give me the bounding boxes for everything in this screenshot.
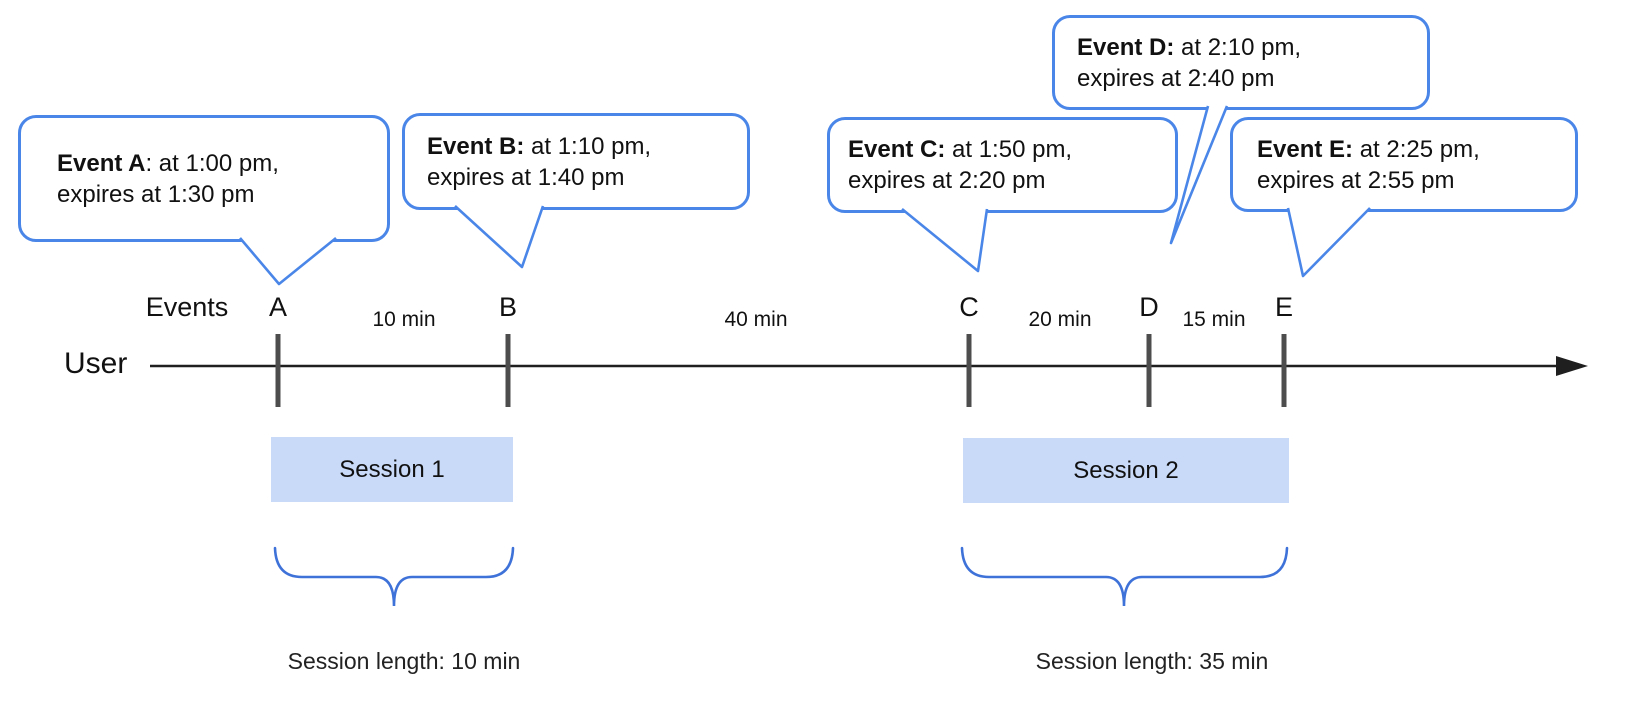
- event-a-time: : at 1:00 pm,: [145, 149, 279, 177]
- event-c-time: at 1:50 pm,: [945, 136, 1073, 163]
- event-c-expiry: expires at 2:20 pm: [848, 167, 1046, 194]
- event-e-callout-line1: Event E: at 2:25 pm,: [1257, 134, 1575, 165]
- session-2-label: Session 2: [1073, 456, 1179, 484]
- event-b-callout-tail: [454, 205, 545, 269]
- interval-b-c-label: 40 min: [724, 308, 788, 331]
- event-c-title: Event C:: [848, 136, 946, 163]
- event-a-callout-line1: Event A: at 1:00 pm,: [57, 148, 387, 179]
- tick-label-d: D: [1139, 292, 1159, 322]
- event-c-callout-line1: Event C: at 1:50 pm,: [848, 134, 1175, 165]
- interval-c-d-label: 20 min: [1028, 308, 1092, 331]
- session-1-brace: [273, 546, 515, 607]
- event-a-title: Event A: [57, 149, 146, 177]
- user-axis-label: User: [64, 347, 128, 380]
- interval-a-b-label: 10 min: [372, 308, 436, 331]
- event-d-callout: Event D: at 2:10 pm, expires at 2:40 pm: [1052, 15, 1430, 110]
- event-e-time: at 2:25 pm,: [1353, 135, 1480, 163]
- tick-label-b: B: [498, 292, 518, 322]
- event-d-time: at 2:10 pm,: [1174, 33, 1302, 61]
- session-2-length-label: Session length: 35 min: [1035, 648, 1269, 674]
- timeline-arrowhead-icon: [1556, 356, 1588, 376]
- event-b-callout-line1: Event B: at 1:10 pm,: [427, 131, 747, 162]
- event-e-callout-tail: [1286, 207, 1371, 278]
- event-d-expiry: expires at 2:40 pm: [1077, 64, 1275, 92]
- event-e-callout: Event E: at 2:25 pm, expires at 2:55 pm: [1230, 117, 1578, 212]
- event-b-callout: Event B: at 1:10 pm, expires at 1:40 pm: [402, 113, 750, 210]
- event-c-callout-tail: [901, 207, 989, 273]
- events-axis-label: Events: [145, 292, 229, 322]
- tick-label-e: E: [1274, 292, 1294, 322]
- interval-d-e-label: 15 min: [1182, 308, 1246, 331]
- event-d-callout-line1: Event D: at 2:10 pm,: [1077, 32, 1427, 63]
- event-d-callout-tail: [1169, 105, 1229, 245]
- event-e-expiry: expires at 2:55 pm: [1257, 166, 1455, 194]
- event-e-title: Event E:: [1257, 135, 1354, 163]
- event-a-expiry: expires at 1:30 pm: [57, 180, 255, 208]
- event-d-title: Event D:: [1077, 33, 1175, 61]
- tick-label-c: C: [959, 292, 979, 322]
- event-b-time: at 1:10 pm,: [524, 132, 652, 160]
- session-1-length-label: Session length: 10 min: [287, 648, 521, 674]
- event-c-callout: Event C: at 1:50 pm, expires at 2:20 pm: [827, 117, 1178, 213]
- session-1-label: Session 1: [339, 455, 445, 483]
- session-2-brace: [960, 546, 1289, 607]
- event-a-callout: Event A: at 1:00 pm, expires at 1:30 pm: [18, 115, 390, 242]
- session-1-box: Session 1: [271, 437, 513, 502]
- event-b-title: Event B:: [427, 132, 525, 160]
- tick-label-a: A: [268, 292, 288, 322]
- event-b-expiry: expires at 1:40 pm: [427, 163, 625, 191]
- session-2-box: Session 2: [963, 438, 1289, 503]
- event-a-callout-tail: [239, 236, 337, 286]
